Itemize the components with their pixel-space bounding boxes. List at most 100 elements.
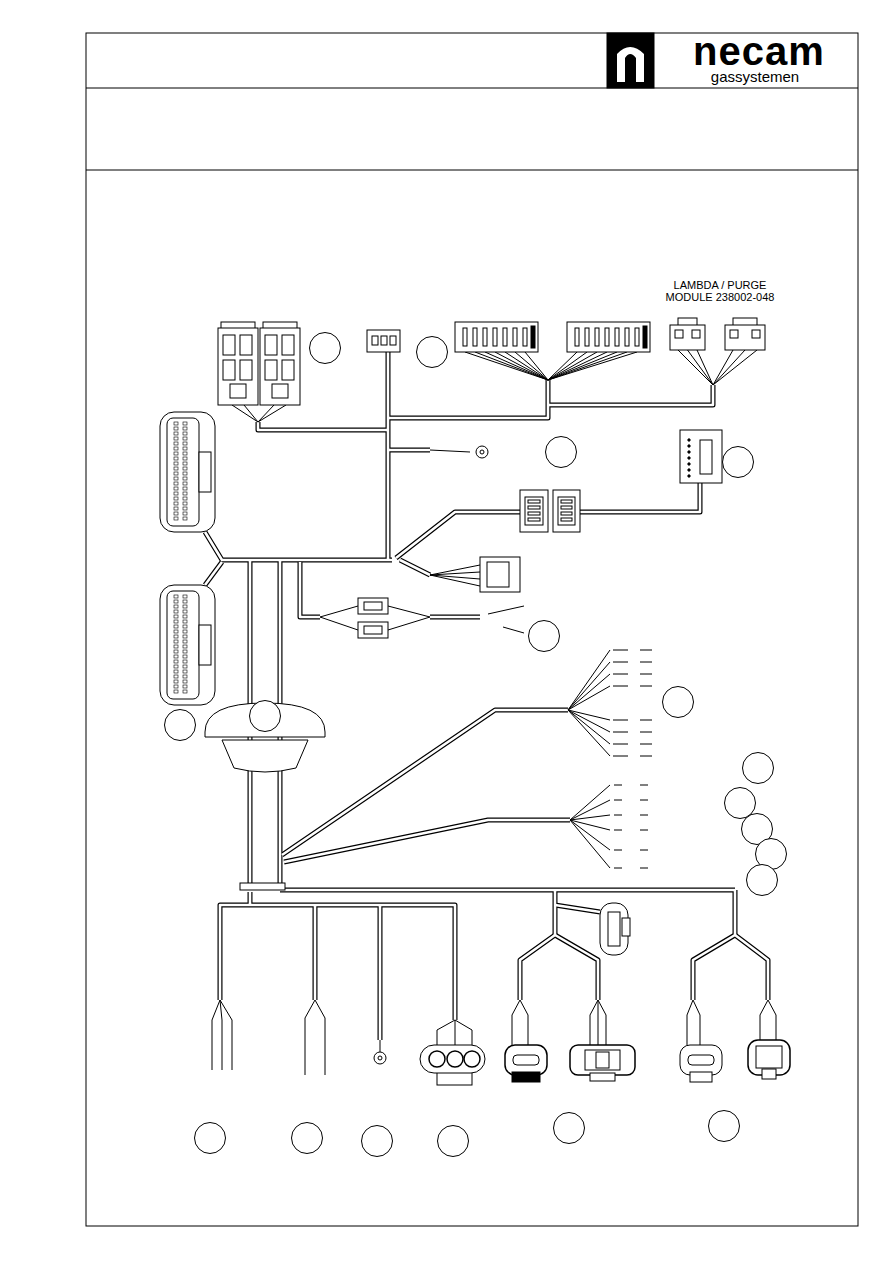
- wire: [305, 1000, 315, 1075]
- wire: [614, 830, 622, 831]
- logo-square: [607, 33, 654, 88]
- callout-circle: [747, 865, 778, 896]
- pin: [174, 467, 178, 470]
- wire: [568, 650, 610, 710]
- connector-part: [561, 512, 572, 515]
- callout-circle: [723, 447, 754, 478]
- wire: [515, 352, 548, 380]
- bundle-outline: [280, 888, 735, 893]
- bundle-fill: [388, 449, 430, 452]
- connector-part: [670, 325, 705, 350]
- pin: [174, 507, 178, 510]
- pin: [183, 497, 187, 500]
- round-connector: [420, 1045, 485, 1085]
- bundle-outline: [580, 483, 700, 512]
- wire: [640, 785, 648, 786]
- wire: [568, 674, 610, 710]
- pin: [183, 675, 187, 678]
- connector-part: [528, 518, 540, 521]
- bundle-fill: [379, 905, 382, 1040]
- connector-part: [752, 330, 760, 338]
- bundle-outline: [220, 905, 455, 1020]
- connector-part: [643, 326, 647, 348]
- bundle-fill: [396, 512, 520, 558]
- bundle-outline: [555, 935, 598, 1000]
- wire: [760, 1000, 768, 1040]
- connector-part: [531, 326, 535, 348]
- wire: [465, 352, 548, 380]
- pin: [183, 605, 187, 608]
- pin: [183, 502, 187, 505]
- callouts: [165, 333, 787, 1157]
- connector-part: [358, 622, 388, 638]
- wire: [713, 350, 745, 385]
- grommet-flare: [222, 740, 308, 772]
- pin: [174, 665, 178, 668]
- bundle-outline: [693, 890, 735, 1000]
- connector-part: [680, 1045, 722, 1075]
- connector-part: [567, 322, 650, 352]
- connector-part: [523, 328, 527, 346]
- bundle-outline: [555, 905, 600, 912]
- bundle-fill: [300, 562, 320, 617]
- connector-part: [756, 1046, 782, 1068]
- bundle-fill: [205, 562, 222, 585]
- connector-part: [260, 328, 300, 405]
- pin: [174, 462, 178, 465]
- connector-part: [585, 328, 589, 346]
- wire: [768, 1000, 776, 1040]
- ring-terminal: [476, 446, 488, 458]
- pin: [183, 635, 187, 638]
- connector-part: [700, 440, 712, 474]
- ecu-connector: [160, 585, 215, 705]
- bundle-outline: [378, 905, 383, 1040]
- callout-circle: [292, 1123, 323, 1154]
- pin: [174, 675, 178, 678]
- wire: [613, 662, 628, 663]
- wire: [212, 1000, 220, 1070]
- four-pin-connector: [480, 557, 520, 592]
- three-pin-connector: [570, 1045, 635, 1081]
- bundle-outline: [735, 935, 768, 1000]
- pin: [174, 630, 178, 633]
- pin: [174, 640, 178, 643]
- pin: [183, 660, 187, 663]
- bundle-outline: [300, 562, 320, 617]
- connector-part: [420, 1045, 485, 1073]
- wire: [640, 720, 652, 721]
- two-pin-connector: [680, 1045, 722, 1082]
- connector-part: [690, 1072, 712, 1082]
- connector-part: [480, 557, 520, 592]
- pin: [183, 472, 187, 475]
- connector-part: [265, 335, 277, 355]
- pin: [183, 610, 187, 613]
- bundle-fill: [554, 890, 557, 935]
- pin: [174, 517, 178, 520]
- wire: [503, 627, 524, 633]
- wire: [640, 815, 648, 816]
- wire: [548, 352, 607, 380]
- indicator-dot: [688, 445, 690, 447]
- connector-part: [358, 598, 388, 614]
- connector-part: [503, 328, 507, 346]
- pin: [174, 600, 178, 603]
- callout-circle: [554, 1113, 585, 1144]
- wire: [640, 800, 648, 801]
- wire: [640, 744, 652, 745]
- pin: [174, 635, 178, 638]
- connector-part: [282, 360, 294, 380]
- connector-part: [199, 625, 211, 665]
- connector-part: [561, 500, 572, 503]
- wire: [640, 662, 652, 663]
- relay-connector: [260, 322, 300, 405]
- ring-hole: [480, 450, 484, 454]
- connector-part: [595, 328, 599, 346]
- pin: [183, 640, 187, 643]
- connector-part: [590, 1073, 615, 1081]
- connector-part: [528, 512, 540, 515]
- connector-part: [265, 360, 277, 380]
- wire: [548, 352, 587, 380]
- pin: [174, 670, 178, 673]
- bundle-fill: [284, 820, 570, 862]
- bundle-outline: [388, 380, 548, 418]
